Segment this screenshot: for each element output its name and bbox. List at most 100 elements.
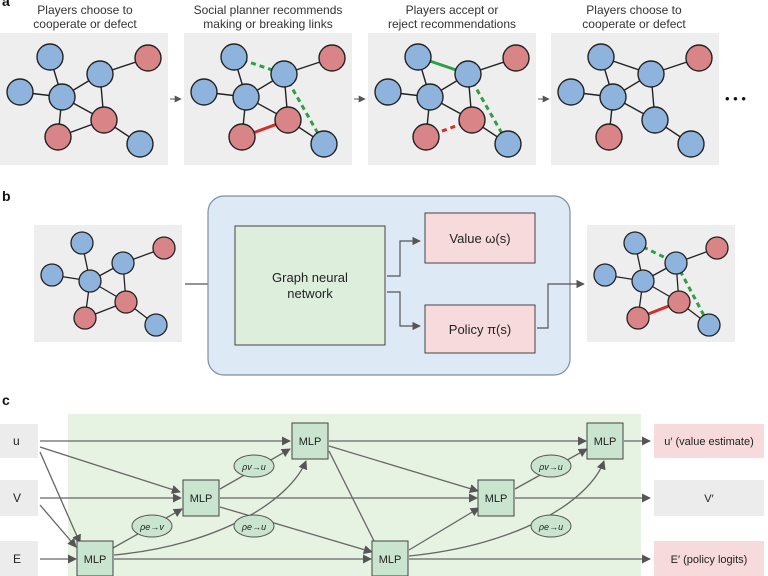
output-u-box <box>654 424 764 458</box>
node <box>134 44 162 72</box>
graph-step-2 <box>190 43 346 158</box>
node <box>685 44 713 72</box>
node <box>318 44 346 72</box>
node <box>641 106 669 134</box>
node <box>90 106 118 134</box>
node <box>458 106 486 134</box>
node <box>274 106 302 134</box>
arrow-u-to-mlp-e1 <box>39 451 81 544</box>
node <box>44 123 72 151</box>
node <box>697 313 721 337</box>
policy-output-arrow <box>537 279 585 329</box>
node <box>48 83 76 111</box>
svg-text:MLP: MLP <box>190 493 213 505</box>
node <box>599 83 627 111</box>
node <box>70 231 94 255</box>
step-4-caption-line2: cooperate or defect <box>582 17 686 31</box>
input-u-label: u <box>13 434 20 448</box>
recommended-new-link <box>674 262 711 326</box>
input-v-label: V <box>13 491 21 505</box>
svg-text:MLP: MLP <box>299 436 322 448</box>
rho-eu-1: ρe→u <box>233 514 275 538</box>
rho-vu-1: ρv→u <box>233 454 275 478</box>
node <box>677 130 705 158</box>
arrow-mlp-v1-to-mlp-e2 <box>219 506 373 555</box>
mlp-u2: MLP <box>586 422 624 460</box>
rho-eu-2: ρe→u <box>530 514 572 538</box>
node <box>220 43 248 71</box>
node <box>626 306 650 330</box>
step-1-caption-line1: Players choose to <box>37 3 133 17</box>
arrow-u-to-mlp-v1 <box>39 446 181 494</box>
svg-text:MLP: MLP <box>594 436 617 448</box>
output-graph <box>593 231 729 337</box>
node <box>310 130 338 158</box>
svg-text:MLP: MLP <box>84 554 107 566</box>
rho-vu-2: ρv→u <box>530 454 572 478</box>
policy-label: Policy π(s) <box>449 322 511 337</box>
node <box>587 43 615 71</box>
input-v-box <box>0 480 38 516</box>
output-e-box <box>654 541 764 576</box>
node <box>404 43 432 71</box>
policy-branch-arrow <box>387 291 421 331</box>
input-e-box <box>0 541 38 576</box>
output-u-label: u′ (value estimate) <box>664 436 754 448</box>
input-e-label: E <box>13 552 21 566</box>
svg-text:ρe→v: ρe→v <box>139 522 164 532</box>
svg-text:MLP: MLP <box>485 493 508 505</box>
value-branch-arrow <box>387 236 421 277</box>
input-graph <box>40 231 176 337</box>
node <box>416 83 444 111</box>
node <box>40 263 64 287</box>
input-u-box <box>0 424 38 458</box>
step-2-caption-line2: making or breaking links <box>203 17 332 31</box>
node <box>6 78 34 106</box>
panel-b: b Graph neural network <box>2 188 735 376</box>
output-v-label: V′ <box>704 493 713 505</box>
node <box>73 306 97 330</box>
arrow-v-to-mlp-e1 <box>39 504 77 548</box>
node <box>152 236 176 260</box>
node <box>557 78 585 106</box>
output-v-box <box>654 480 764 516</box>
arrow-u-to-mlp-e2 <box>328 450 376 544</box>
node <box>593 263 617 287</box>
graph-step-1 <box>6 43 162 158</box>
step-3-caption-line1: Players accept or <box>406 3 499 17</box>
node <box>126 130 154 158</box>
node <box>144 313 168 337</box>
node <box>705 236 729 260</box>
gnn-label-line1: Graph neural <box>272 270 348 285</box>
svg-text:ρe→u: ρe→u <box>538 522 563 532</box>
step-1-caption-line2: cooperate or defect <box>33 17 137 31</box>
panel-a: a Players choose to cooperate or defect … <box>0 0 746 165</box>
policy-box <box>424 304 536 354</box>
node <box>36 43 64 71</box>
node <box>190 78 218 106</box>
arrow-mlp-e2-to-mlp-v2 <box>408 507 480 551</box>
svg-text:MLP: MLP <box>379 554 402 566</box>
node <box>374 78 402 106</box>
graph-step-3 <box>374 43 530 158</box>
panel-c: c u V E <box>0 392 764 576</box>
node <box>86 60 114 88</box>
mlp-u1: MLP <box>291 422 329 460</box>
node <box>412 123 440 151</box>
node <box>454 60 482 88</box>
node <box>595 123 623 151</box>
panel-c-label: c <box>2 392 10 408</box>
node <box>78 269 102 293</box>
node <box>111 251 135 275</box>
node <box>270 60 298 88</box>
gnn-box <box>234 225 386 346</box>
value-box <box>424 212 536 264</box>
gnn-label-line2: network <box>287 286 333 301</box>
step-2-caption-line1: Social planner recommends <box>194 3 343 17</box>
graph-step-4 <box>557 43 713 158</box>
svg-text:ρv→u: ρv→u <box>241 462 266 472</box>
value-label: Value ω(s) <box>449 231 510 246</box>
node <box>228 123 256 151</box>
node <box>502 44 530 72</box>
